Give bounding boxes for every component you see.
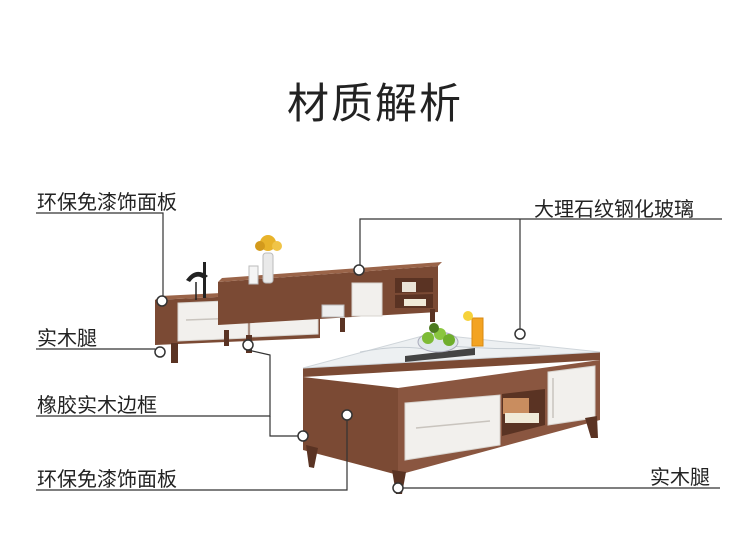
label-legs-left: 实木腿 — [37, 326, 97, 350]
page-title: 材质解析 — [286, 79, 463, 128]
callout-lines — [36, 212, 722, 491]
label-frame: 橡胶实木边框 — [37, 393, 157, 417]
label-glass: 大理石纹钢化玻璃 — [534, 197, 694, 221]
label-panel-bottom-left: 环保免漆饰面板 — [37, 467, 177, 491]
tv-cabinet — [154, 235, 442, 363]
label-legs-right: 实木腿 — [650, 465, 710, 489]
label-panel-top-left: 环保免漆饰面板 — [37, 190, 177, 214]
coffee-table — [297, 311, 601, 494]
